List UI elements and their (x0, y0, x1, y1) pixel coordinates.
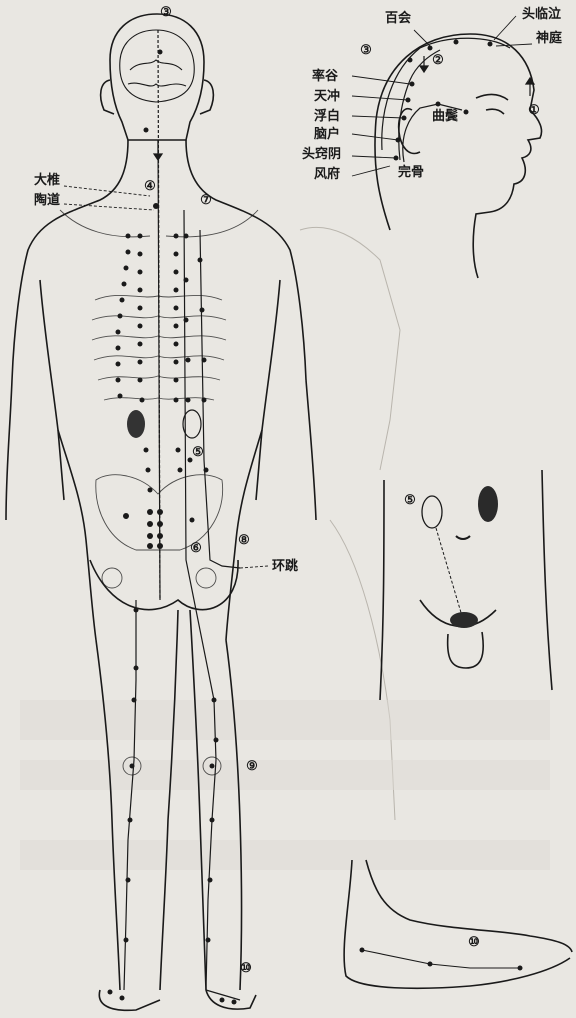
label-baihui: 百会 (385, 10, 412, 26)
label-back-5: ⑤ (192, 445, 204, 460)
label-naohu: 脑户 (314, 126, 340, 142)
label-side-3: ③ (360, 43, 372, 58)
label-leg-9: ⑨ (246, 759, 258, 774)
side-foot (344, 860, 572, 988)
label-fubai: 浮白 (314, 108, 340, 124)
down-arrow-icon (154, 140, 162, 160)
label-huantiao: 环跳 (272, 558, 298, 574)
label-shenting: 神庭 (536, 30, 563, 46)
label-taodao: 陶道 (34, 192, 60, 208)
leader-lines-back (64, 186, 268, 568)
label-back-6: ⑥ (190, 541, 202, 556)
abdomen-organs (422, 486, 498, 628)
label-foot-10: ⑩ (240, 961, 252, 976)
label-toulinqi: 头临泣 (522, 6, 561, 22)
label-dazhui: 大椎 (34, 172, 60, 188)
label-fengfu: 风府 (314, 166, 340, 182)
background-print (20, 227, 550, 870)
side-head-meridian (382, 38, 510, 162)
label-back-8: ⑧ (238, 533, 250, 548)
label-abdomen-5: ⑤ (404, 493, 416, 508)
back-skull (120, 30, 194, 102)
back-kidneys (127, 410, 201, 438)
label-shuaigu: 率谷 (312, 68, 339, 84)
label-back-4: ④ (144, 179, 156, 194)
label-tianchong: 天冲 (314, 88, 340, 104)
label-side-2: ② (432, 53, 444, 68)
label-sidefoot-10: ⑩ (468, 935, 480, 950)
label-touqiaoyin: 头窍阴 (302, 146, 341, 162)
side-foot-meridian (360, 948, 523, 971)
leader-lines-head (352, 16, 532, 176)
label-wangu: 完骨 (398, 164, 424, 180)
back-head-outline (110, 14, 204, 140)
label-back-7: ⑦ (200, 193, 212, 208)
label-side-1: ① (528, 103, 540, 118)
label-qubin: 曲鬓 (432, 108, 458, 124)
label-top-head-point: ③ (160, 5, 172, 20)
